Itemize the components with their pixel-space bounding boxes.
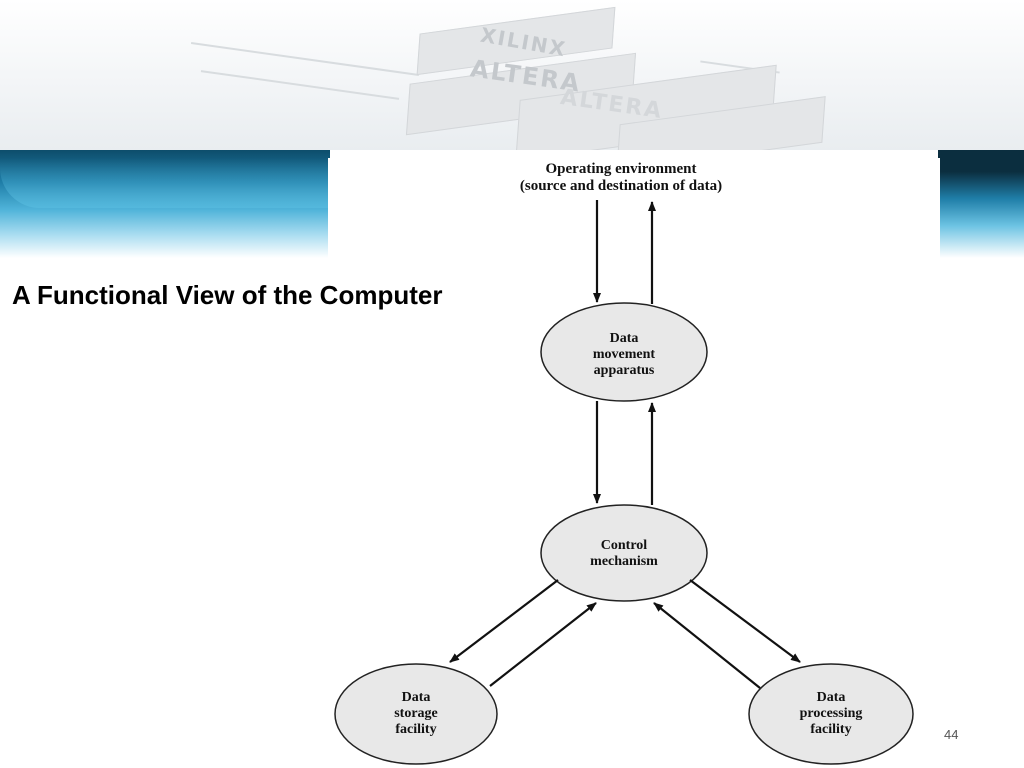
arrow-control-to-processing bbox=[689, 579, 801, 663]
slide-title: A Functional View of the Computer bbox=[12, 280, 443, 310]
node-data-movement-line3: apparatus bbox=[594, 363, 655, 378]
node-data-movement: Data movement apparatus bbox=[540, 302, 708, 402]
node-control-line2: mechanism bbox=[590, 554, 658, 569]
header-band-left-highlight bbox=[0, 158, 330, 208]
node-data-movement-line2: movement bbox=[593, 347, 656, 362]
node-data-storage-line2: storage bbox=[394, 706, 438, 721]
header-band-right bbox=[938, 150, 1024, 258]
node-data-storage-line3: facility bbox=[395, 722, 436, 737]
node-data-processing: Data processing facility bbox=[748, 663, 914, 765]
environment-label-line1: Operating environment bbox=[546, 161, 697, 177]
environment-label-line2: (source and destination of data) bbox=[520, 178, 722, 194]
node-data-processing-line3: facility bbox=[810, 722, 851, 737]
arrow-storage-to-control bbox=[489, 602, 597, 687]
arrow-control-to-storage bbox=[449, 579, 559, 663]
header-banner-photo: XILINX ALTERA ALTERA bbox=[0, 0, 1024, 150]
arrow-processing-to-control bbox=[653, 602, 761, 689]
node-data-storage-line1: Data bbox=[402, 690, 431, 705]
node-control-mechanism: Control mechanism bbox=[540, 504, 708, 602]
node-data-processing-line1: Data bbox=[817, 690, 846, 705]
node-data-movement-line1: Data bbox=[610, 331, 639, 346]
node-data-processing-line2: processing bbox=[800, 706, 863, 721]
node-data-storage: Data storage facility bbox=[334, 663, 498, 765]
page-number: 44 bbox=[944, 727, 959, 742]
node-control-line1: Control bbox=[601, 538, 648, 553]
